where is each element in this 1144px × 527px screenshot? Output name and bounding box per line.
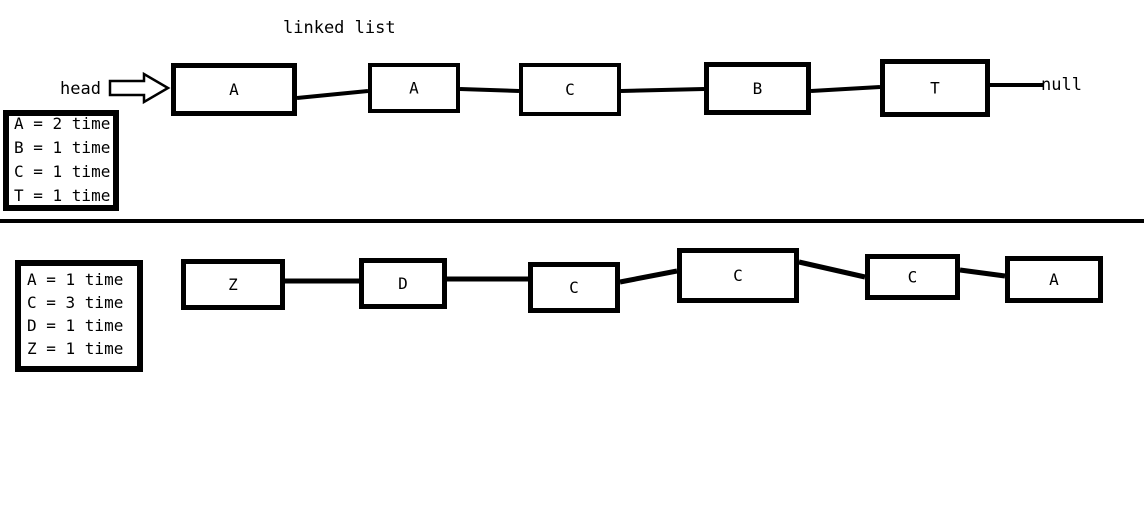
node-box[interactable] — [704, 62, 811, 115]
node-label: D — [398, 274, 408, 293]
node-label: Z — [228, 275, 238, 294]
link-connector — [619, 268, 678, 285]
legend-line: C = 1 time — [14, 162, 110, 181]
top-legend: A = 2 time B = 1 time C = 1 time T = 1 time — [3, 110, 119, 211]
link-connector — [959, 267, 1006, 279]
node-label: C — [569, 278, 579, 297]
node-box[interactable] — [359, 258, 447, 309]
head-label: head — [60, 79, 101, 99]
legend-line: B = 1 time — [14, 138, 110, 157]
link-connector — [620, 87, 705, 93]
list-node[interactable]: C — [519, 63, 621, 116]
page-title: linked list — [283, 18, 396, 38]
list-node[interactable]: Z — [181, 259, 285, 310]
node-label: C — [908, 268, 918, 287]
node-box[interactable] — [368, 63, 460, 113]
list-node[interactable]: T — [880, 59, 990, 117]
legend-line: A = 2 time — [14, 114, 110, 133]
list-node[interactable]: A — [1005, 256, 1103, 303]
node-box[interactable] — [519, 63, 621, 116]
legend-box — [15, 260, 143, 372]
head-arrow-icon — [108, 71, 171, 105]
node-label: C — [565, 80, 575, 99]
node-box[interactable] — [880, 59, 990, 117]
node-box[interactable] — [677, 248, 799, 303]
node-label: A — [229, 80, 239, 99]
link-connector — [798, 259, 866, 280]
node-label: C — [733, 266, 743, 285]
list-node[interactable]: B — [704, 62, 811, 115]
node-box[interactable] — [528, 262, 620, 313]
legend-line: D = 1 time — [27, 316, 123, 335]
node-label: A — [1049, 270, 1059, 289]
bottom-legend: A = 1 time C = 3 time D = 1 time Z = 1 time — [15, 260, 143, 372]
legend-line: C = 3 time — [27, 293, 123, 312]
null-label: null — [1041, 75, 1082, 95]
link-connector — [459, 87, 520, 93]
node-box[interactable] — [865, 254, 960, 300]
lists-layer: A A C B T Z D C C C A — [171, 59, 1103, 313]
node-box[interactable] — [181, 259, 285, 310]
node-box[interactable] — [171, 63, 297, 116]
list-node[interactable]: C — [528, 262, 620, 313]
legend-line: Z = 1 time — [27, 339, 123, 358]
node-label: T — [930, 79, 940, 98]
list-node[interactable]: A — [171, 63, 297, 116]
link-connector — [810, 85, 881, 93]
legends-layer: A = 2 time B = 1 time C = 1 time T = 1 time… — [3, 110, 143, 372]
legend-box — [3, 110, 119, 211]
list-node[interactable]: C — [677, 248, 799, 303]
node-label: A — [409, 79, 419, 98]
list-node[interactable]: D — [359, 258, 447, 309]
link-connector — [296, 89, 369, 100]
node-box[interactable] — [1005, 256, 1103, 303]
node-label: B — [753, 79, 763, 98]
legend-line: A = 1 time — [27, 270, 123, 289]
list-node[interactable]: A — [368, 63, 460, 113]
legend-line: T = 1 time — [14, 186, 110, 205]
list-node[interactable]: C — [865, 254, 960, 300]
